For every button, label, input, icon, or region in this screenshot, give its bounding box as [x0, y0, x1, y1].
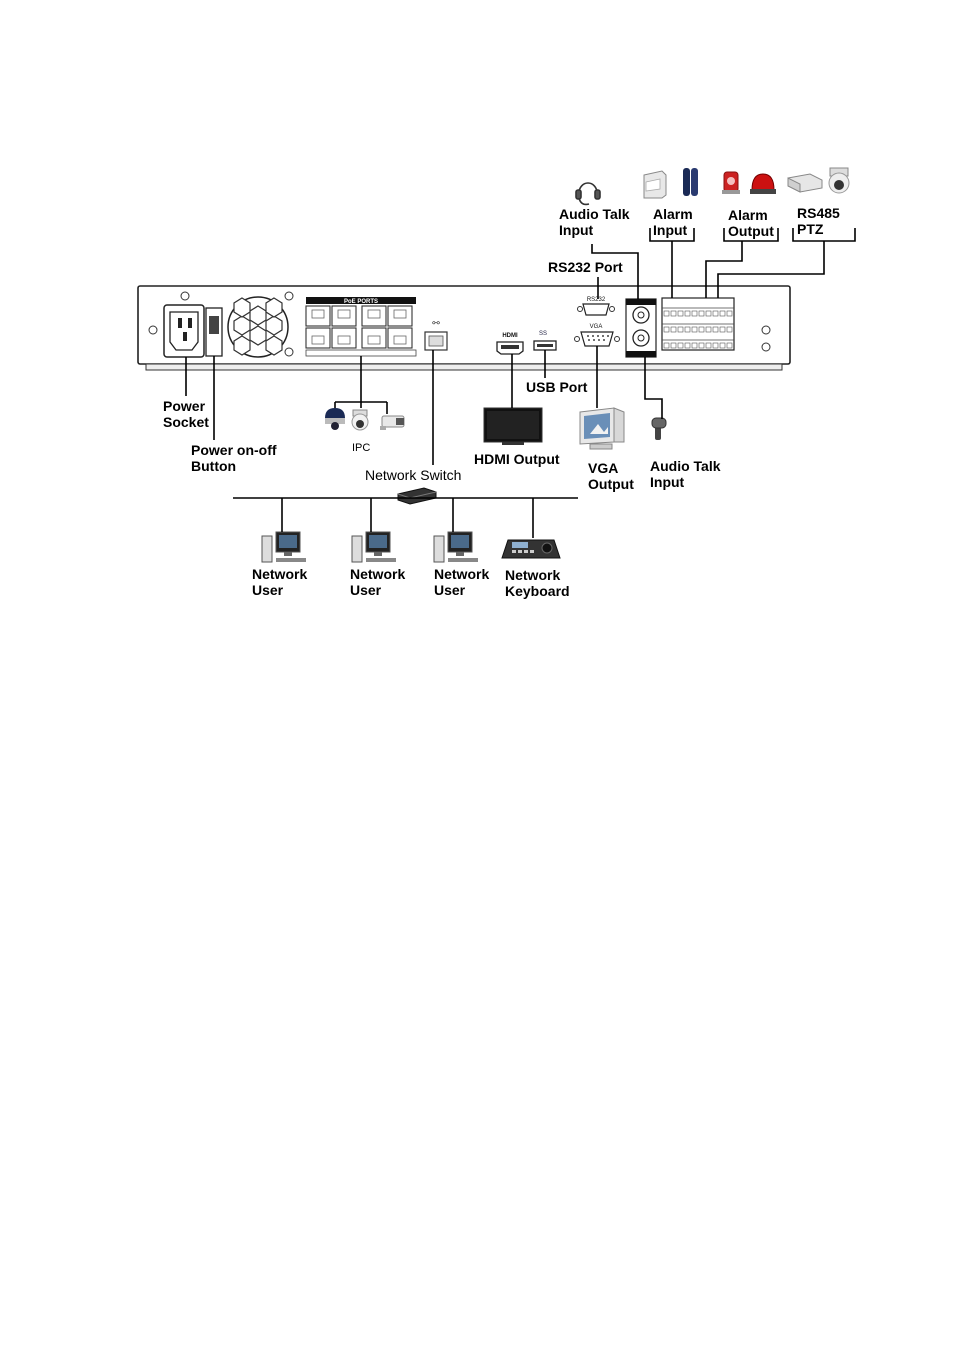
alarm-terminal-block: [661, 297, 735, 351]
alarm-sensor-icon: [683, 168, 698, 196]
ipc-camera-icon: [325, 408, 345, 430]
label-network-user-2: Network User: [350, 566, 406, 598]
power-socket: [163, 304, 205, 358]
label-rs485-ptz: RS485 PTZ: [797, 205, 840, 237]
network-switch-icon: [397, 487, 437, 505]
ipc-camera-icon: [351, 409, 369, 431]
label-vga-output: VGA Output: [588, 460, 634, 492]
headset-icon: [575, 182, 601, 206]
ptz-camera-icon: [828, 167, 850, 194]
label-alarm-input: Alarm Input: [653, 206, 693, 238]
alarm-sensor-icon: [643, 170, 667, 199]
label-hdmi-output: HDMI Output: [474, 451, 560, 467]
hdmi-port: HDMI: [496, 333, 524, 355]
label-audio-talk-input-bottom: Audio Talk Input: [650, 458, 721, 490]
label-rs232-port: RS232 Port: [548, 259, 623, 275]
computer-icon: [433, 531, 478, 563]
label-power-button: Power on-off Button: [191, 442, 277, 474]
computer-icon: [261, 531, 306, 563]
audio-ports: [625, 298, 657, 358]
svg-text:⚯: ⚯: [432, 319, 440, 329]
label-network-user-1: Network User: [252, 566, 308, 598]
ptz-camera-icon: [787, 173, 823, 193]
poe-ports: PoE PORTS: [305, 297, 417, 357]
crt-monitor-icon: [579, 407, 625, 450]
fan-grille: [227, 296, 289, 358]
power-button: [205, 307, 223, 357]
rs232-port-label: RS232: [587, 297, 606, 303]
label-network-keyboard: Network Keyboard: [505, 567, 570, 599]
label-usb-port: USB Port: [526, 379, 588, 395]
hdmi-port-label: HDMI: [502, 333, 518, 339]
usb-port-label: SS: [539, 331, 547, 337]
network-port: ⚯: [424, 319, 448, 351]
rs232-port: RS232: [577, 297, 615, 316]
label-ipc: IPC: [352, 442, 371, 454]
ptz-keyboard-icon: [501, 539, 561, 559]
vga-port: VGA: [574, 324, 620, 347]
connection-lines: [185, 228, 856, 538]
siren-icon: [750, 173, 776, 194]
tv-icon: [483, 407, 543, 445]
poe-ports-label: PoE PORTS: [344, 299, 378, 305]
label-network-switch: Network Switch: [365, 467, 462, 483]
microphone-icon: [651, 417, 667, 440]
computer-icon: [351, 531, 396, 563]
siren-icon: [722, 171, 740, 194]
vga-port-label: VGA: [590, 324, 603, 330]
ipc-camera-icon: [380, 415, 405, 430]
label-network-user-3: Network User: [434, 566, 490, 598]
label-alarm-output: Alarm Output: [728, 207, 774, 239]
label-power-socket: Power Socket: [163, 398, 209, 430]
label-audio-talk-input-top: Audio Talk Input: [559, 206, 630, 238]
